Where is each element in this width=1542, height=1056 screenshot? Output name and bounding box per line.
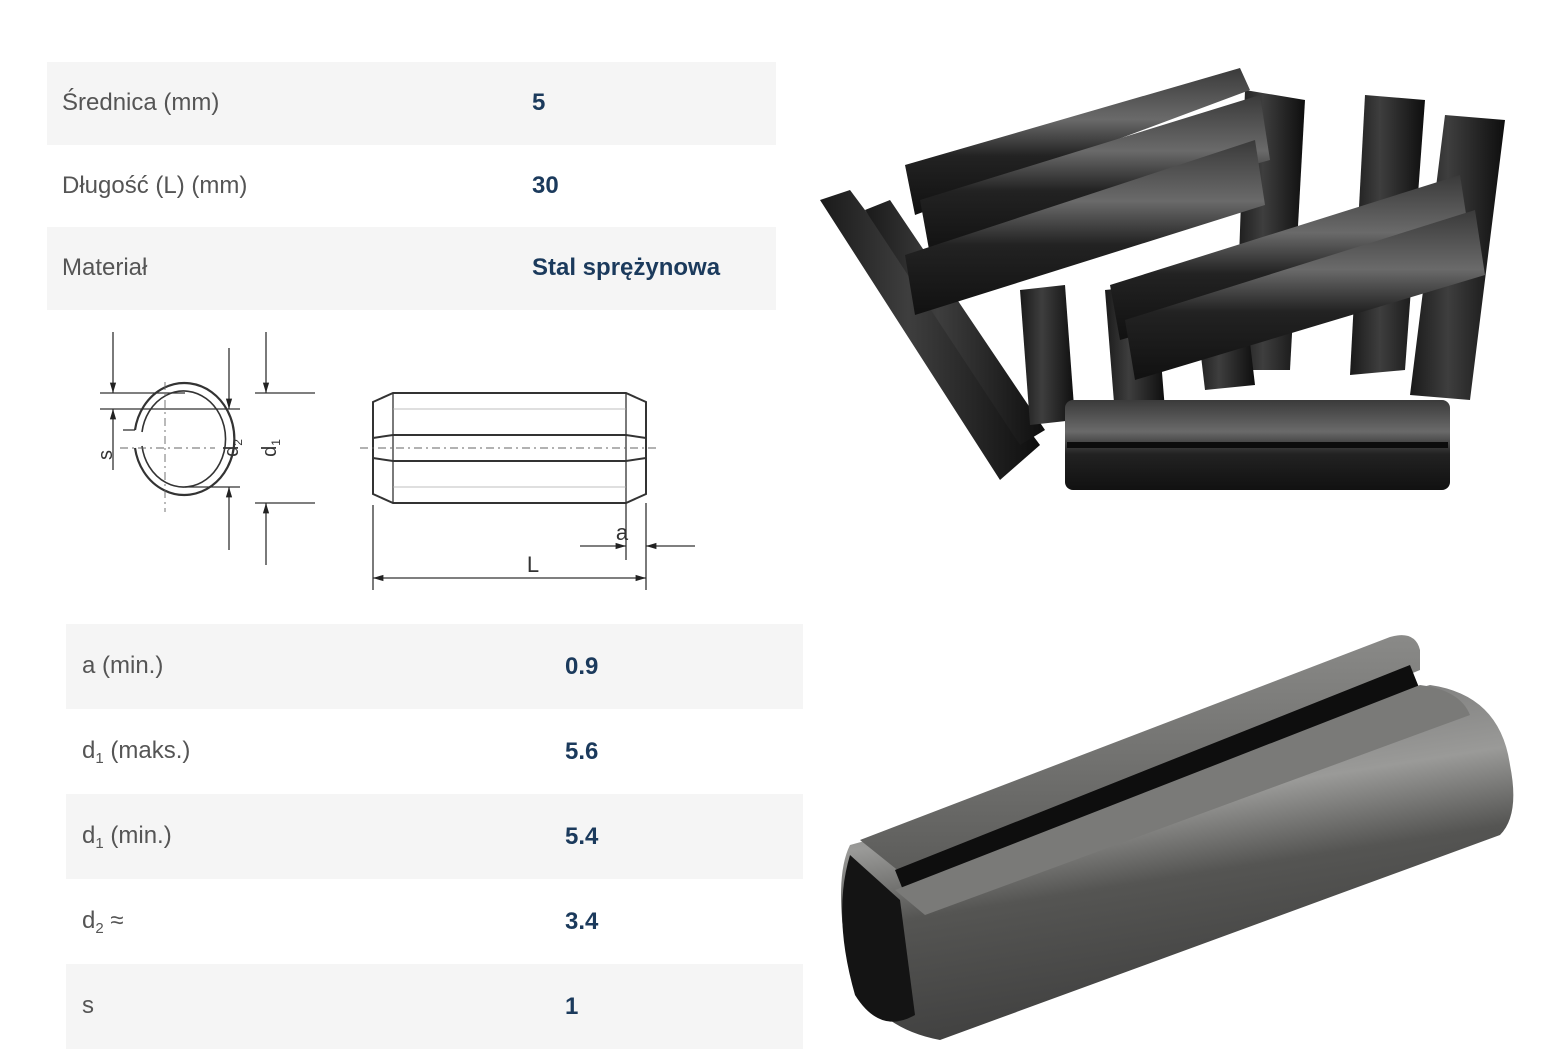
spec-label: s xyxy=(82,991,94,1019)
spec-value: 3.4 xyxy=(565,907,599,935)
spec-row-d2: d2 ≈ 3.4 xyxy=(66,879,803,964)
spec-value: 1 xyxy=(565,992,579,1020)
spec-label: d1 (maks.) xyxy=(82,736,191,767)
spec-row-diameter: Średnica (mm) 5 xyxy=(47,62,776,145)
single-spring-pin-photo xyxy=(841,635,1514,1040)
label-d1: d1 xyxy=(259,439,283,457)
spec-table-basic: Średnica (mm) 5 Długość (L) (mm) 30 Mate… xyxy=(47,62,776,310)
spec-label: d2 ≈ xyxy=(82,906,124,937)
spec-row-d1-max: d1 (maks.) 5.6 xyxy=(66,709,803,794)
spec-label: Średnica (mm) xyxy=(62,89,220,117)
spec-table-dimensions: a (min.) 0.9 d1 (maks.) 5.6 d1 (min.) 5.… xyxy=(66,624,803,1049)
spring-pins-group-photo xyxy=(820,68,1505,490)
spec-label: a (min.) xyxy=(82,651,164,679)
spec-row-s: s 1 xyxy=(66,964,803,1049)
spec-row-d1-min: d1 (min.) 5.4 xyxy=(66,794,803,879)
spec-label: Materiał xyxy=(62,254,148,282)
label-d2: d2 xyxy=(221,439,245,457)
spec-value: 5 xyxy=(532,89,546,117)
spec-value: 0.9 xyxy=(565,652,599,680)
spec-value: 30 xyxy=(532,171,559,199)
label-L: L xyxy=(527,552,539,577)
spec-row-material: Materiał Stal sprężynowa xyxy=(47,227,776,310)
spec-value: 5.6 xyxy=(565,737,599,765)
spec-row-length: Długość (L) (mm) 30 xyxy=(47,145,776,228)
spec-label: Długość (L) (mm) xyxy=(62,171,248,199)
technical-drawing: s d2 d1 a L xyxy=(95,332,695,590)
label-s: s xyxy=(95,450,117,460)
spec-value: 5.4 xyxy=(565,822,599,850)
spec-label: d1 (min.) xyxy=(82,821,172,852)
label-a: a xyxy=(616,520,629,545)
spec-row-a-min: a (min.) 0.9 xyxy=(66,624,803,709)
spec-value: Stal sprężynowa xyxy=(532,254,721,282)
